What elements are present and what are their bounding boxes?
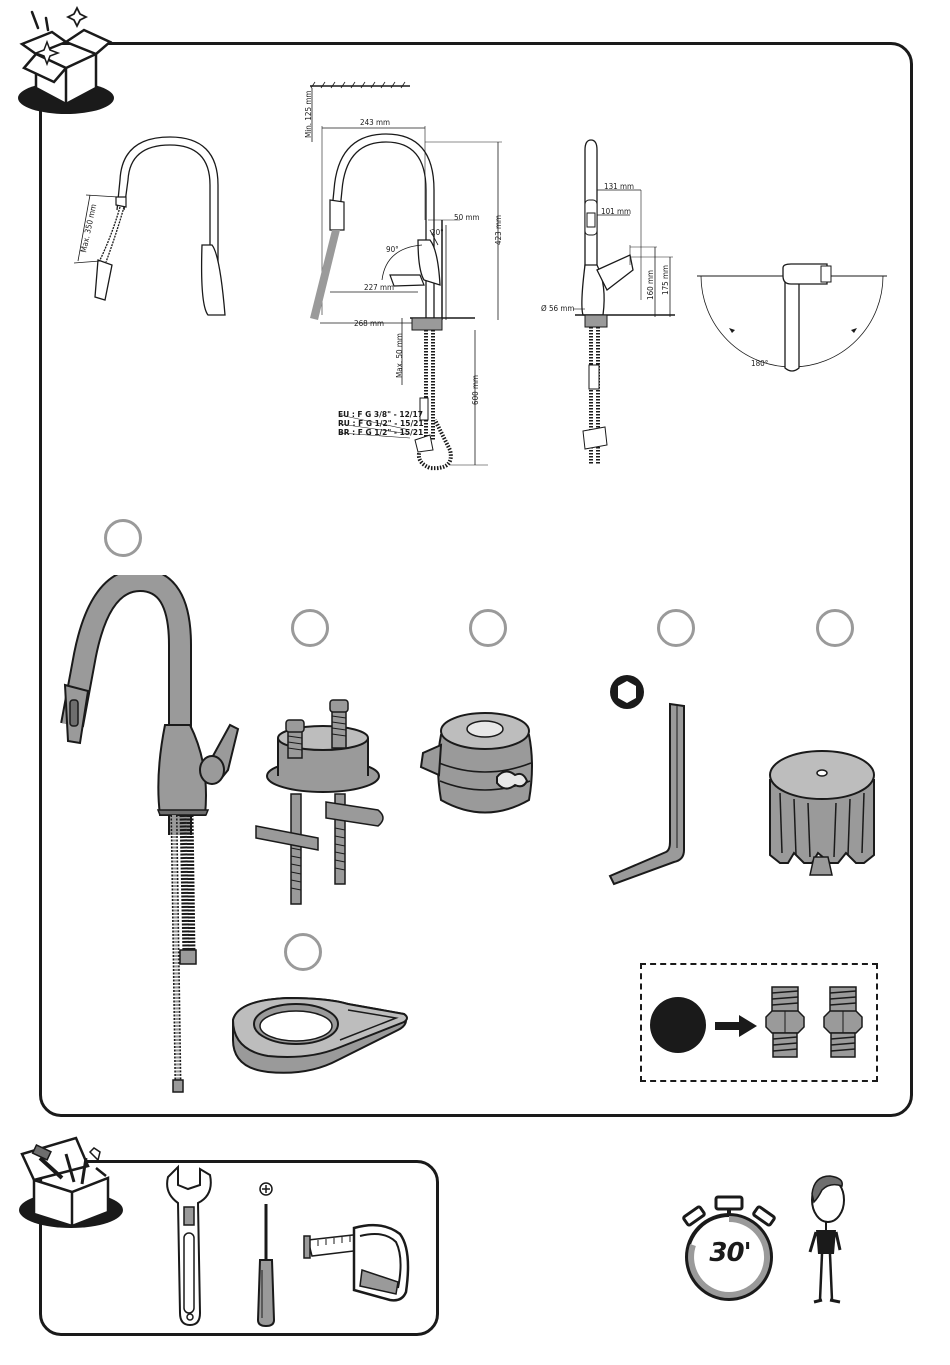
part-marker-mounting-bracket [291, 609, 329, 647]
dim-max-350: Max. 350 mm [79, 203, 98, 253]
hose-weight-part [415, 705, 545, 825]
dim-175: 175 mm [661, 265, 670, 295]
hex-key-part [600, 700, 695, 895]
dim-101: 101 mm [601, 207, 631, 216]
dim-131: 131 mm [604, 182, 634, 191]
arrow-right-icon [715, 1015, 757, 1037]
faucet-side-dimension-drawing: 131 mm 101 mm 160 mm 175 mm Ø 56 mm [535, 135, 685, 475]
dim-243: 243 mm [360, 118, 390, 127]
phillips-screwdriver-icon [252, 1180, 280, 1330]
person-icon [800, 1172, 856, 1307]
dim-423: 423 mm [494, 215, 503, 245]
dim-600: 600 mm [471, 375, 480, 405]
mounting-bracket-part [248, 698, 398, 908]
dim-56: Ø 56 mm [541, 303, 574, 313]
part-marker-base-plate [284, 933, 322, 971]
dim-90-deg: 90° [386, 245, 399, 254]
open-box-icon [14, 6, 119, 116]
dim-min-125: Min. 125 mm [304, 91, 313, 138]
dim-160: 160 mm [646, 270, 655, 300]
toolbox-icon [16, 1130, 126, 1230]
dim-180-deg: 180° [751, 359, 768, 368]
thread-eu: EU : F G 3/8" - 12/17 [338, 410, 423, 419]
adjustable-wrench-icon [160, 1163, 218, 1328]
mounting-nut-part [760, 745, 885, 880]
region-marker-black [649, 996, 707, 1054]
faucet-part [60, 575, 240, 1095]
faucet-front-dimension-drawing: Min. 125 mm 243 mm 423 mm 50 mm 20° 90° … [290, 80, 520, 475]
spout-rotation-drawing: 180° [695, 262, 890, 380]
part-marker-weight [469, 609, 507, 647]
faucet-pullout-drawing: Max. 350 mm [60, 135, 235, 320]
dim-max-50: Max. 50 mm [395, 333, 404, 378]
thread-adapters-part [760, 983, 875, 1061]
part-marker-faucet [104, 519, 142, 557]
dim-268: 268 mm [354, 319, 384, 328]
part-marker-hex-key [657, 609, 695, 647]
thread-br: BR : F G 1/2" - 15/21 [338, 428, 423, 437]
base-plate-part [228, 990, 410, 1080]
thread-ru: RU : F G 1/2" - 15/21 [338, 419, 424, 428]
part-marker-nut [816, 609, 854, 647]
dim-20-deg: 20° [431, 228, 444, 237]
timer-label: 30' [698, 1238, 762, 1268]
dim-50: 50 mm [454, 213, 479, 222]
dim-227: 227 mm [364, 283, 394, 292]
tape-measure-icon [302, 1220, 412, 1310]
